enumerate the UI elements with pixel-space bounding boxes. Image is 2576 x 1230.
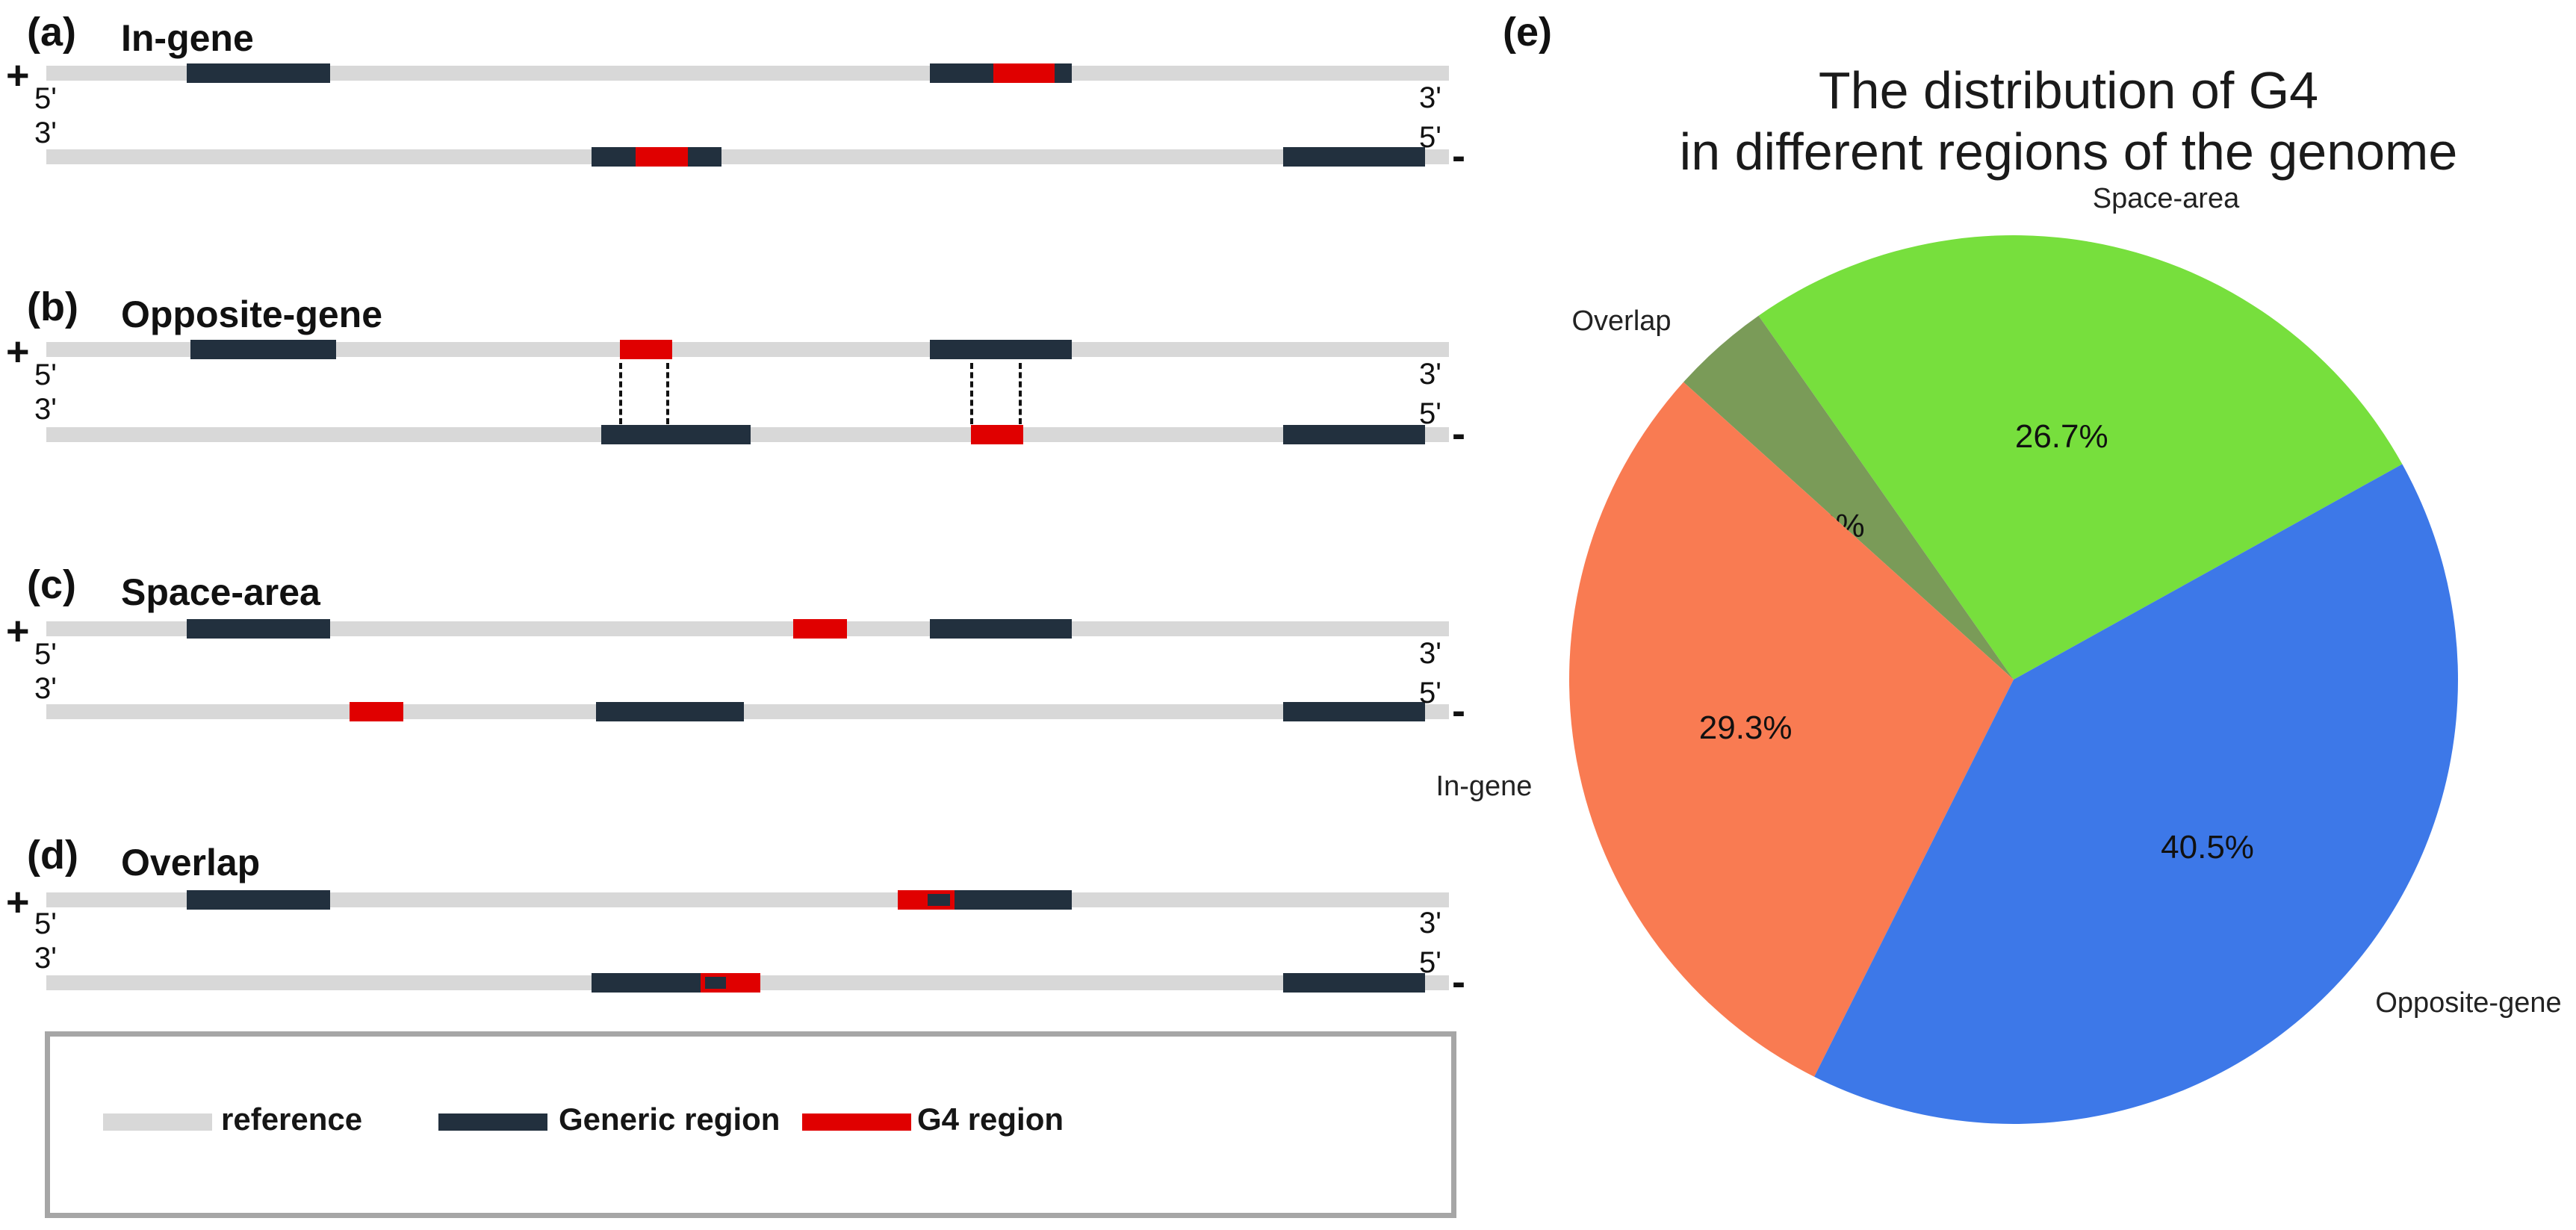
panel-tag: (b) bbox=[27, 285, 78, 329]
plus-strand-sign: + bbox=[6, 329, 30, 374]
legend-label: G4 region bbox=[917, 1102, 1064, 1137]
panel-title: Overlap bbox=[121, 842, 261, 883]
plus-strand-sign: + bbox=[6, 880, 30, 925]
g4-region bbox=[971, 425, 1023, 444]
reference-strand-plus bbox=[46, 621, 1449, 636]
dashed-connector bbox=[1019, 363, 1022, 424]
five-prime-label: 5' bbox=[1419, 946, 1441, 979]
plus-strand-sign: + bbox=[6, 609, 30, 653]
legend-swatch-reference bbox=[103, 1113, 212, 1131]
generic-region bbox=[187, 63, 330, 83]
pie-percent-label: 26.7% bbox=[2015, 418, 2108, 455]
overlap-region bbox=[928, 894, 950, 906]
chart-title-line1: The distribution of G4 bbox=[1818, 61, 2319, 119]
minus-strand-sign: - bbox=[1452, 134, 1465, 178]
generic-region bbox=[1283, 702, 1425, 721]
five-prime-label: 5' bbox=[1419, 397, 1441, 430]
five-prime-label: 5' bbox=[1419, 677, 1441, 709]
g4-region bbox=[350, 702, 403, 721]
three-prime-label: 3' bbox=[1419, 358, 1441, 391]
five-prime-label: 5' bbox=[34, 358, 57, 391]
plus-strand-sign: + bbox=[6, 53, 30, 98]
g4-region bbox=[620, 340, 672, 359]
pie-percent-label: 29.3% bbox=[1699, 709, 1793, 746]
minus-strand-sign: - bbox=[1452, 411, 1465, 456]
generic-region bbox=[190, 340, 336, 359]
reference-strand-minus bbox=[46, 149, 1449, 164]
generic-region bbox=[954, 890, 1072, 910]
pie-slice-overlap bbox=[1683, 315, 2014, 680]
legend-label: Generic region bbox=[559, 1102, 780, 1137]
panel-tag: (a) bbox=[27, 10, 76, 55]
five-prime-label: 5' bbox=[34, 907, 57, 940]
panel-title: Opposite-gene bbox=[121, 293, 383, 335]
legend bbox=[45, 1031, 1456, 1218]
minus-strand-sign: - bbox=[1452, 689, 1465, 733]
pie-category-label: Overlap bbox=[1571, 305, 1671, 337]
reference-strand-plus bbox=[46, 892, 1449, 907]
three-prime-label: 3' bbox=[1419, 81, 1441, 114]
generic-region bbox=[930, 619, 1072, 639]
dashed-connector bbox=[970, 363, 973, 424]
generic-region bbox=[601, 425, 751, 444]
generic-region bbox=[1283, 147, 1425, 167]
five-prime-label: 5' bbox=[34, 638, 57, 671]
three-prime-label: 3' bbox=[34, 942, 57, 975]
pie-category-label: In-gene bbox=[1436, 771, 1533, 802]
g4-region bbox=[636, 147, 688, 167]
dashed-connector bbox=[619, 363, 622, 424]
g4-region bbox=[993, 63, 1055, 83]
panel-title: In-gene bbox=[121, 17, 254, 59]
generic-region bbox=[930, 340, 1072, 359]
five-prime-label: 5' bbox=[34, 82, 57, 115]
three-prime-label: 3' bbox=[34, 117, 57, 149]
g4-region bbox=[793, 619, 847, 639]
reference-strand-plus bbox=[46, 66, 1449, 81]
three-prime-label: 3' bbox=[34, 393, 57, 426]
three-prime-label: 3' bbox=[1419, 637, 1441, 670]
legend-label: reference bbox=[221, 1102, 363, 1137]
legend-swatch-g4-region bbox=[802, 1113, 911, 1131]
reference-strand-plus bbox=[46, 342, 1449, 357]
panel-tag: (c) bbox=[27, 562, 76, 607]
pie-slice-opposite-gene bbox=[1814, 464, 2458, 1124]
generic-region bbox=[1283, 425, 1425, 444]
panel-title: Space-area bbox=[121, 571, 320, 613]
pie-category-label: Space-area bbox=[2093, 183, 2240, 214]
panel-tag: (d) bbox=[27, 833, 78, 878]
five-prime-label: 5' bbox=[1419, 121, 1441, 154]
pie-percent-label: 40.5% bbox=[2161, 829, 2254, 866]
chart-title-line2: in different regions of the genome bbox=[1679, 122, 2458, 181]
generic-region bbox=[187, 619, 330, 639]
panel-tag: (e) bbox=[1503, 10, 1552, 55]
dashed-connector bbox=[666, 363, 669, 424]
overlap-region bbox=[705, 977, 726, 989]
pie-category-label: Opposite-gene bbox=[2375, 987, 2561, 1019]
three-prime-label: 3' bbox=[34, 672, 57, 705]
generic-region bbox=[187, 890, 330, 910]
three-prime-label: 3' bbox=[1419, 907, 1441, 939]
pie-slice-in-gene bbox=[1569, 382, 2014, 1077]
generic-region bbox=[1283, 973, 1425, 993]
minus-strand-sign: - bbox=[1452, 960, 1465, 1004]
legend-swatch-generic-region bbox=[438, 1113, 547, 1131]
pie-slice-space-area bbox=[1758, 235, 2403, 680]
generic-region bbox=[596, 702, 744, 721]
